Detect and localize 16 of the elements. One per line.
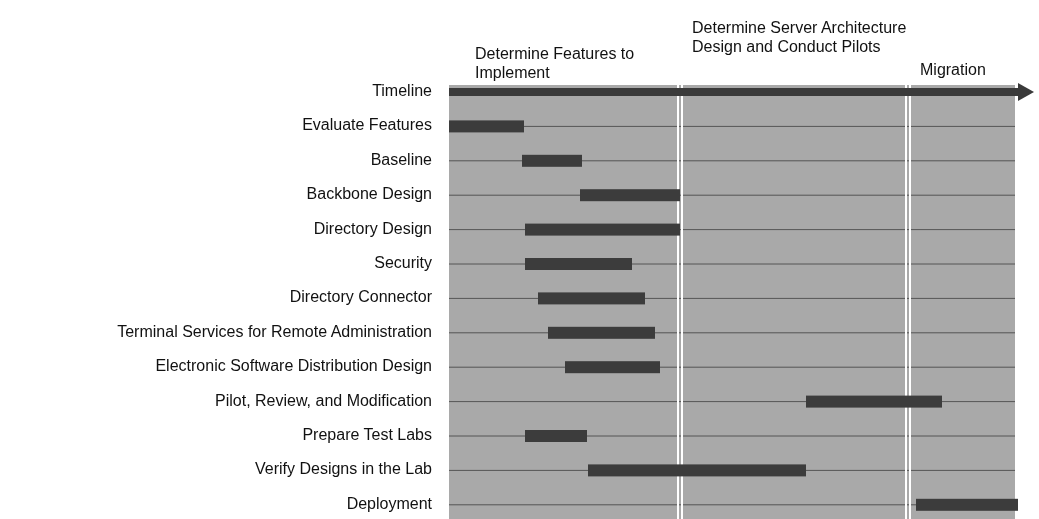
task-label: Evaluate Features [302,115,432,136]
phase-heading: Determine Features to Implement [475,44,635,82]
task-label: Prepare Test Labs [302,425,432,445]
task-label: Electronic Software Distribution Design [155,356,432,377]
task-label: Backbone Design [306,184,432,205]
task-label: Security [374,253,432,273]
task-label: Timeline [372,81,432,101]
task-label: Verify Designs in the Lab [255,459,432,480]
task-label: Terminal Services for Remote Administration [117,321,432,342]
phase-heading: Migration [920,60,987,79]
task-label: Directory Connector [289,287,432,308]
phase-heading: Determine Server Architecture Design and Conduct Pilots [692,18,907,56]
task-label: Pilot, Review, and Modification [215,390,432,411]
task-label: Directory Design [313,218,432,239]
task-label: Baseline [370,149,432,170]
task-label: Deployment [346,493,432,514]
